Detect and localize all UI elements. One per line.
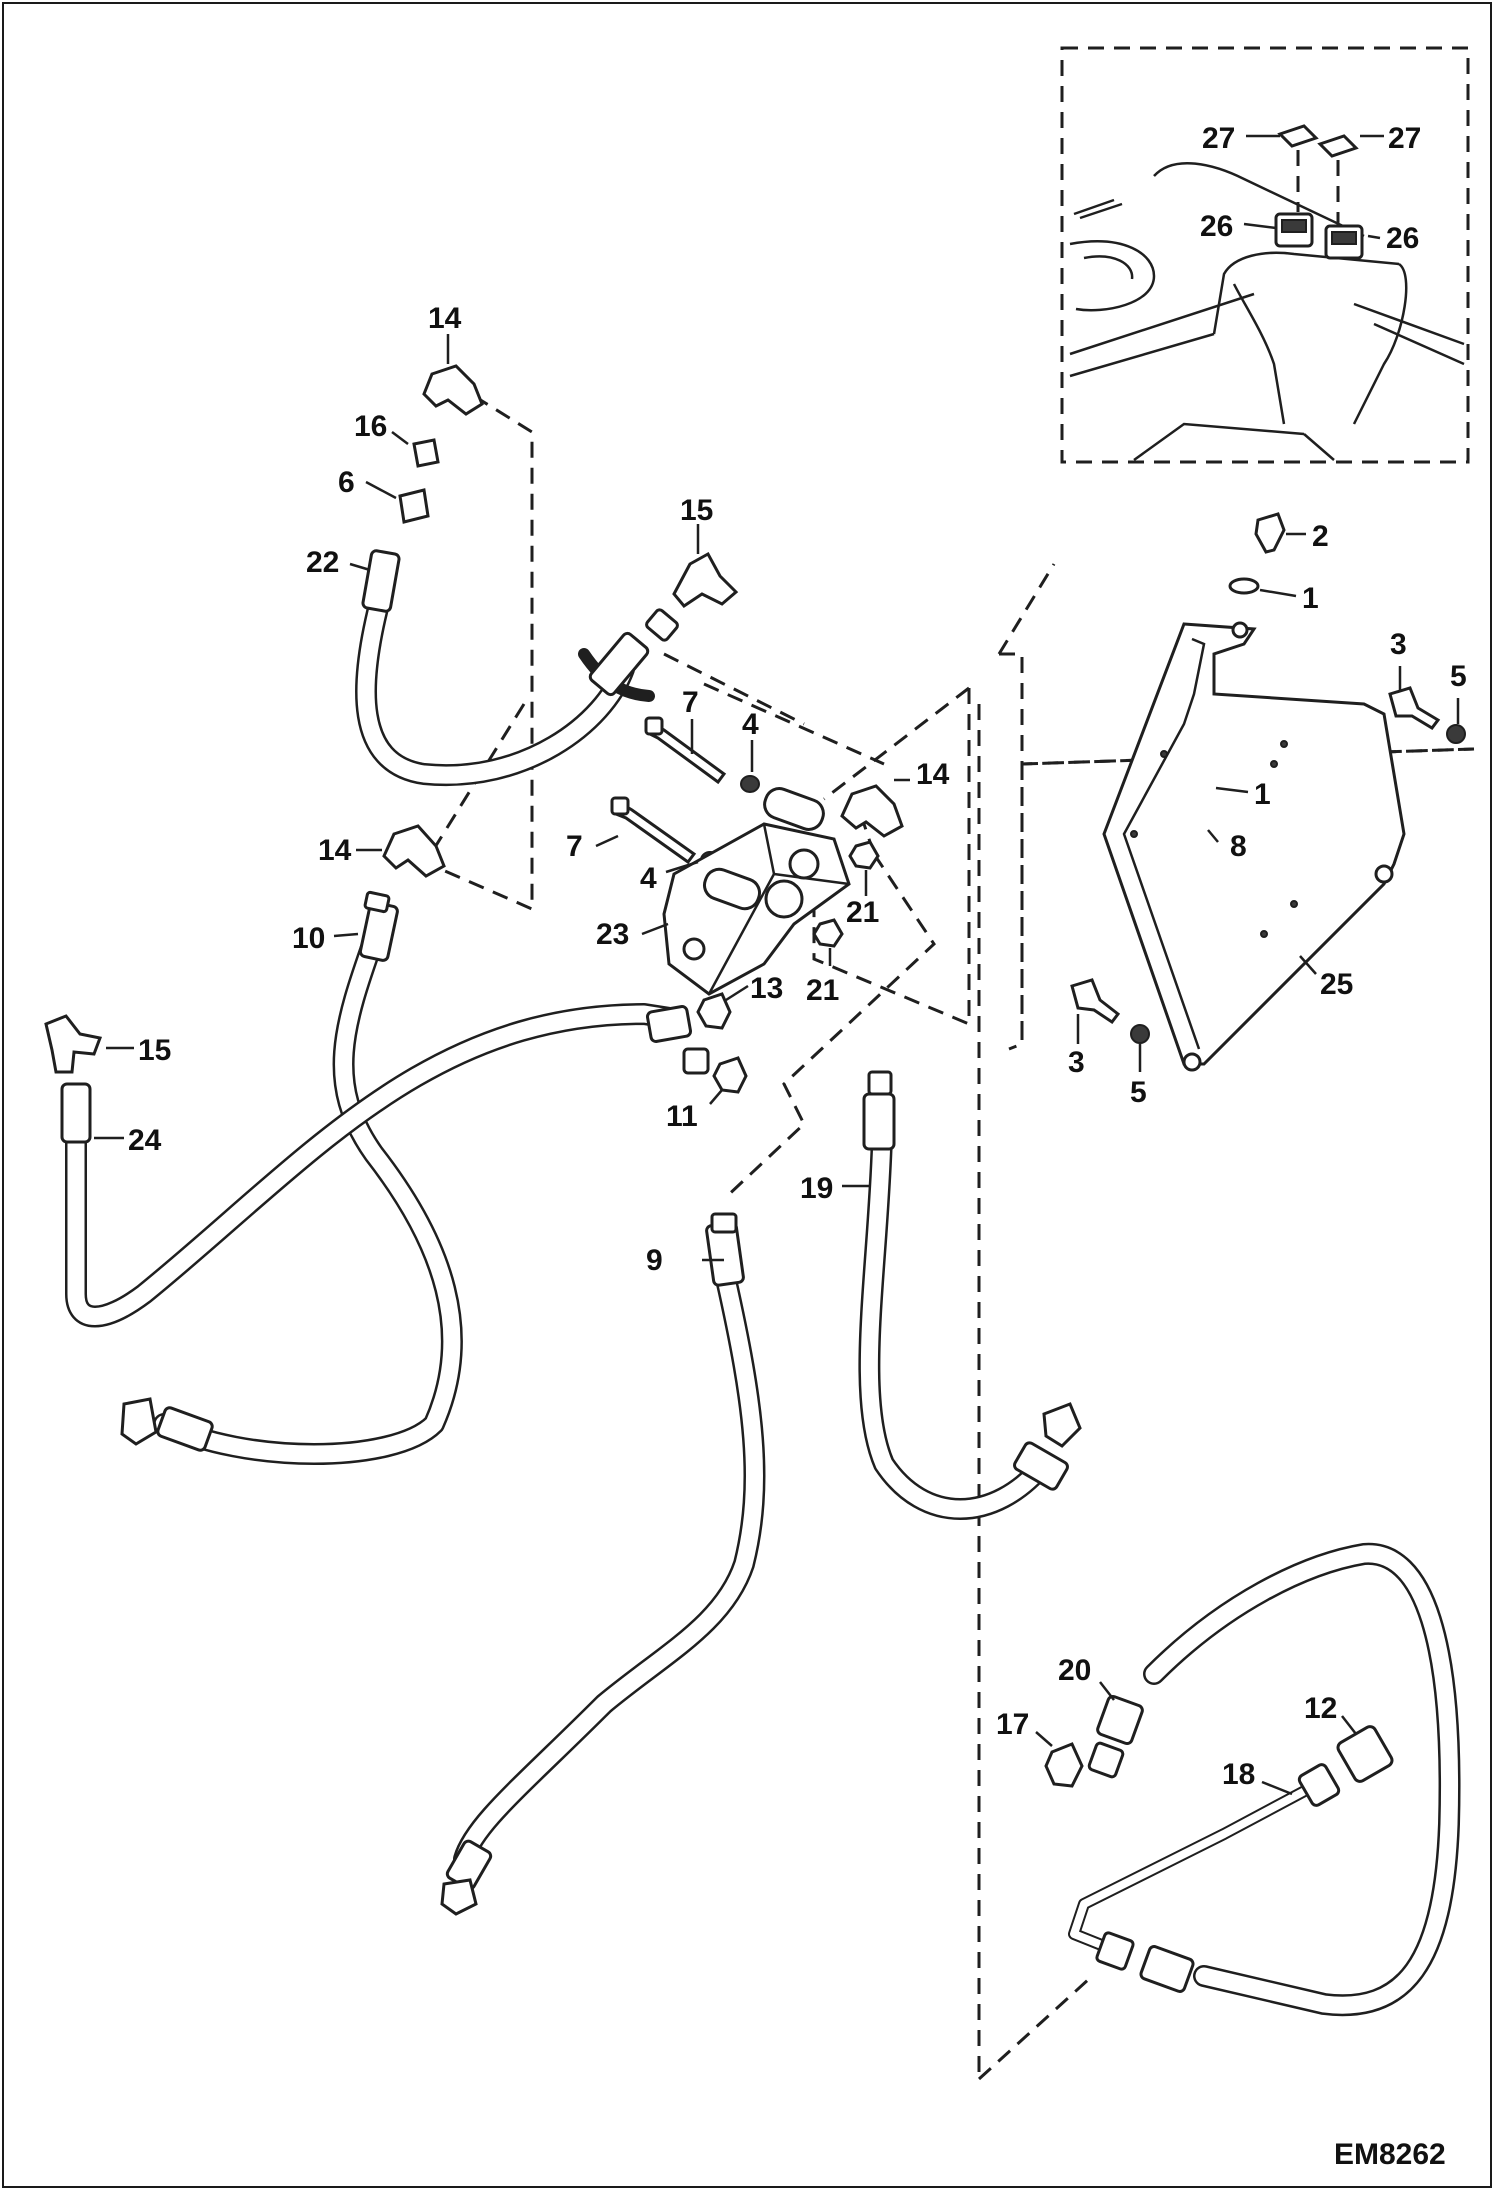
assembly-lines <box>428 394 1475 2081</box>
callout-12: 12 <box>1304 1692 1337 1725</box>
callout-labels: 14 16 6 22 15 7 4 7 4 14 10 23 13 11 15 … <box>128 122 1467 2171</box>
callout-19: 19 <box>800 1172 833 1205</box>
hose-22 <box>354 593 635 787</box>
callout-27-right: 27 <box>1388 122 1421 155</box>
hose-24 <box>65 1003 687 1328</box>
callout-4-mid: 4 <box>640 862 657 895</box>
fastener-26-left <box>1274 212 1314 248</box>
callout-9: 9 <box>646 1244 663 1277</box>
inset-detail <box>1060 46 1470 464</box>
callout-15-left: 15 <box>138 1034 171 1067</box>
callout-17: 17 <box>996 1708 1029 1741</box>
leader-lines <box>94 134 1460 1796</box>
exploded-parts-drawing: 14 16 6 22 15 7 4 7 4 14 10 23 13 11 15 … <box>44 46 1475 2171</box>
callout-14-right: 14 <box>916 758 950 791</box>
figure-reference: EM8262 <box>1334 2138 1446 2171</box>
callout-26-right: 26 <box>1386 222 1419 255</box>
callout-20: 20 <box>1058 1654 1091 1687</box>
callout-16: 16 <box>354 410 387 443</box>
clip-27-left <box>1277 124 1319 148</box>
fastener-26-right <box>1324 224 1364 260</box>
callout-15-top: 15 <box>680 494 713 527</box>
callout-13: 13 <box>750 972 783 1005</box>
callout-21-upper: 21 <box>846 896 879 929</box>
callout-4-top: 4 <box>742 708 759 741</box>
callout-14-top: 14 <box>428 302 462 335</box>
callout-7-top: 7 <box>682 686 699 719</box>
callout-1-top: 1 <box>1302 582 1319 615</box>
callout-24: 24 <box>128 1124 162 1157</box>
callout-23: 23 <box>596 918 629 951</box>
hose-20 <box>1143 1542 1461 2017</box>
callout-21-lower: 21 <box>806 974 839 1007</box>
callout-22: 22 <box>306 546 339 579</box>
hose-19 <box>858 1123 1055 1520</box>
clip-27-right <box>1317 134 1359 158</box>
bracket-25 <box>1102 621 1406 1072</box>
hose-fittings <box>60 549 1394 1993</box>
callout-6: 6 <box>338 466 355 499</box>
callout-5-left: 5 <box>1130 1076 1147 1109</box>
callout-2: 2 <box>1312 520 1329 553</box>
callout-11: 11 <box>666 1100 698 1133</box>
hose-10 <box>153 928 463 1465</box>
hose-9 <box>453 1268 766 1870</box>
callout-10: 10 <box>292 922 325 955</box>
callout-3-left: 3 <box>1068 1046 1085 1079</box>
valve-block-23 <box>662 787 851 996</box>
callout-7-mid: 7 <box>566 830 583 863</box>
callout-26-left: 26 <box>1200 210 1233 243</box>
callout-5-right: 5 <box>1450 660 1467 693</box>
small-parts <box>44 364 1466 1788</box>
callout-14-left: 14 <box>318 834 352 867</box>
callout-25: 25 <box>1320 968 1353 1001</box>
callout-8: 8 <box>1230 830 1247 863</box>
callout-3-right: 3 <box>1390 628 1407 661</box>
callout-18: 18 <box>1222 1758 1255 1791</box>
callout-1-mid: 1 <box>1254 778 1271 811</box>
callout-27-left: 27 <box>1202 122 1235 155</box>
